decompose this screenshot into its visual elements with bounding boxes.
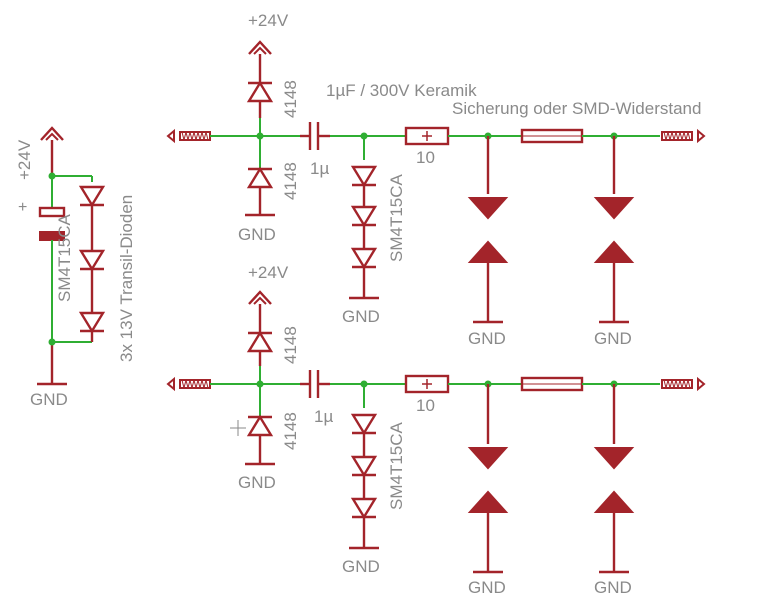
protection-triangle-icon bbox=[593, 197, 635, 220]
diode-icon bbox=[246, 167, 274, 189]
gnd-label-top-ntp2: GND bbox=[594, 329, 632, 348]
diode-icon bbox=[246, 81, 274, 103]
gnd-label-top-ntp1: GND bbox=[468, 329, 506, 348]
gnd-label-top-tvs: GND bbox=[342, 307, 380, 326]
bottom-channel: +24V 4148 4148 1µ SM4T15CA 10 GND GND GN… bbox=[167, 263, 705, 597]
gnd-label-bottom-tvs: GND bbox=[342, 557, 380, 576]
capacitor-icon bbox=[38, 206, 66, 218]
protection-triangle-icon bbox=[467, 240, 509, 263]
tvs-caption: 3x 13V Transil-Dioden bbox=[117, 195, 136, 362]
gnd-label-bottom-ntp2: GND bbox=[594, 578, 632, 597]
tvs-diode-icon bbox=[350, 165, 378, 187]
supply-label-left: +24V bbox=[15, 139, 34, 180]
res-label-top: 10 bbox=[416, 148, 435, 167]
cap-label-top: 1µ bbox=[310, 159, 329, 178]
tvs-label-bottom: SM4T15CA bbox=[387, 421, 406, 510]
tvs-diode-icon bbox=[350, 413, 378, 435]
left-tvs-block: +24V SM4T15CA 3x 13V Transil-Dioden GND … bbox=[15, 126, 136, 409]
supply-arrow-icon bbox=[39, 126, 65, 142]
cap-label-bottom: 1µ bbox=[314, 407, 333, 426]
gnd-label-bottom-ntp1: GND bbox=[468, 578, 506, 597]
connector-pin-icon bbox=[661, 130, 705, 142]
connector-pin-icon bbox=[167, 130, 211, 142]
tvs-label-left: SM4T15CA bbox=[55, 213, 74, 302]
tvs-label-top: SM4T15CA bbox=[387, 173, 406, 262]
diode-icon bbox=[246, 331, 274, 353]
svg-text:+: + bbox=[18, 199, 27, 216]
tvs-diode-icon bbox=[78, 185, 106, 207]
protection-triangle-icon bbox=[593, 447, 635, 470]
tvs-diode-icon bbox=[350, 205, 378, 227]
supply-label-top: +24V bbox=[248, 11, 289, 30]
protection-triangle-icon bbox=[593, 490, 635, 513]
res-label-bottom: 10 bbox=[416, 396, 435, 415]
connector-pin-icon bbox=[167, 378, 211, 390]
diode-icon bbox=[246, 415, 274, 437]
connector-pin-icon bbox=[661, 378, 705, 390]
supply-arrow-icon bbox=[247, 290, 273, 306]
tvs-diode-icon bbox=[78, 249, 106, 271]
protection-triangle-icon bbox=[467, 490, 509, 513]
tvs-diode-icon bbox=[350, 497, 378, 519]
protection-triangle-icon bbox=[593, 240, 635, 263]
diode-label-c: 4148 bbox=[281, 326, 300, 364]
gnd-label-top-diode: GND bbox=[238, 225, 276, 244]
top-channel: +24V 4148 4148 1µF / 300V Keramik 1µ SM4… bbox=[167, 11, 705, 348]
diode-label-b: 4148 bbox=[281, 162, 300, 200]
diode-label-d: 4148 bbox=[281, 412, 300, 450]
protection-triangle-icon bbox=[467, 197, 509, 220]
gnd-label-left: GND bbox=[30, 390, 68, 409]
supply-arrow-icon bbox=[247, 40, 273, 56]
fuse-note: Sicherung oder SMD-Widerstand bbox=[452, 99, 701, 118]
gnd-label-bottom-diode: GND bbox=[238, 473, 276, 492]
protection-triangle-icon bbox=[467, 447, 509, 470]
diode-label-a: 4148 bbox=[281, 80, 300, 118]
cap-note: 1µF / 300V Keramik bbox=[326, 81, 477, 100]
tvs-diode-icon bbox=[78, 311, 106, 333]
tvs-diode-icon bbox=[350, 247, 378, 269]
tvs-diode-icon bbox=[350, 455, 378, 477]
supply-label-bottom: +24V bbox=[248, 263, 289, 282]
